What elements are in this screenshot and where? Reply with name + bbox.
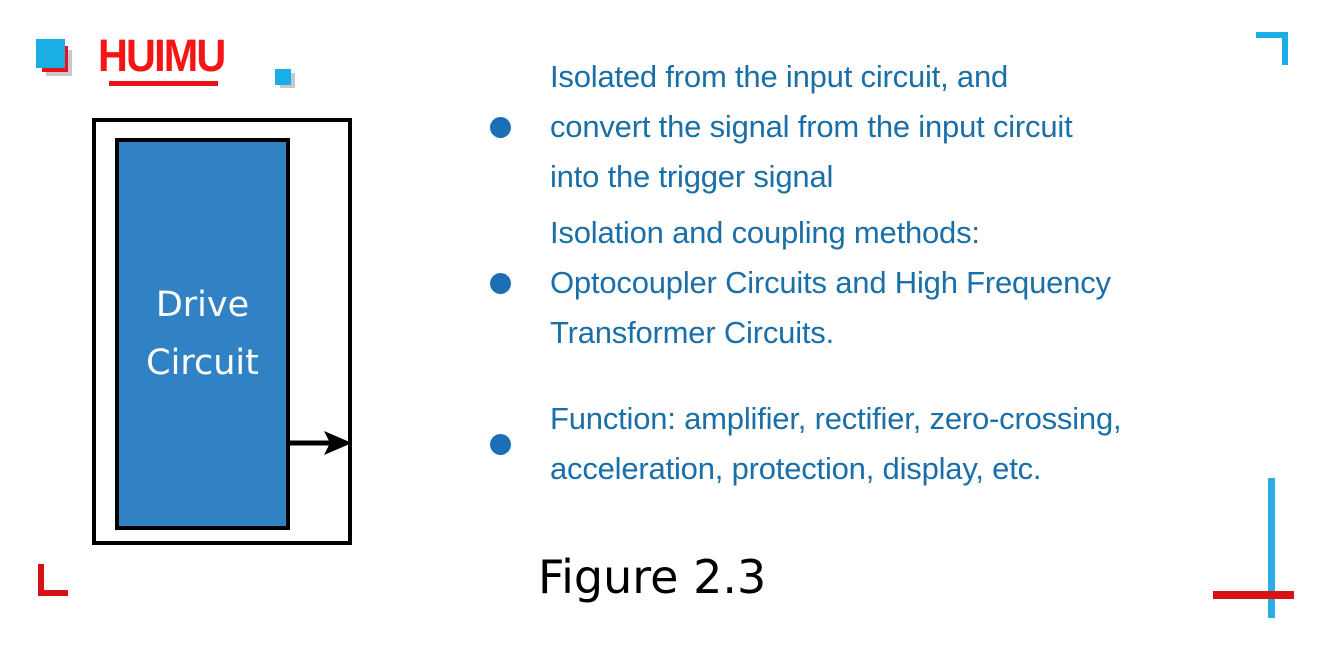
- drive-circuit-label-line1: Drive: [155, 285, 250, 325]
- corner-mark-top-right-horizontal: [1256, 32, 1288, 38]
- drive-circuit-diagram: Drive Circuit: [92, 118, 352, 545]
- corner-mark-bottom-left-horizontal: [38, 590, 68, 596]
- corner-mark-top-right-vertical: [1282, 32, 1288, 65]
- bullet-dot-icon: [490, 272, 511, 294]
- drive-circuit-label-line2: Circuit: [146, 343, 259, 383]
- corner-mark-bottom-right-horizontal: [1213, 591, 1294, 599]
- logo-underline: [109, 81, 218, 86]
- bullet-text: Isolation and coupling methods: Optocoup…: [550, 215, 1111, 350]
- logo-wordmark: HUIMU: [98, 30, 226, 81]
- bullet-dot-icon: [490, 116, 511, 138]
- bullet-text: Function: amplifier, rectifier, zero-cro…: [550, 401, 1122, 486]
- bullet-text: Isolated from the input circuit, and con…: [550, 59, 1073, 194]
- logo-dot-blue-icon: [275, 69, 291, 85]
- corner-mark-bottom-right-vertical: [1268, 478, 1275, 618]
- bullet-dot-icon: [490, 433, 511, 455]
- list-item: Function: amplifier, rectifier, zero-cro…: [490, 394, 1280, 494]
- list-item: Isolation and coupling methods: Optocoup…: [490, 208, 1280, 358]
- figure-caption: Figure 2.3: [538, 550, 767, 604]
- bullet-list: Isolated from the input circuit, and con…: [490, 52, 1280, 500]
- list-item: Isolated from the input circuit, and con…: [490, 52, 1280, 202]
- drive-circuit-block: Drive Circuit: [115, 138, 290, 530]
- logo-square-blue-icon: [36, 39, 65, 68]
- huimu-logo: HUIMU: [30, 28, 310, 98]
- corner-mark-bottom-left-vertical: [38, 564, 44, 596]
